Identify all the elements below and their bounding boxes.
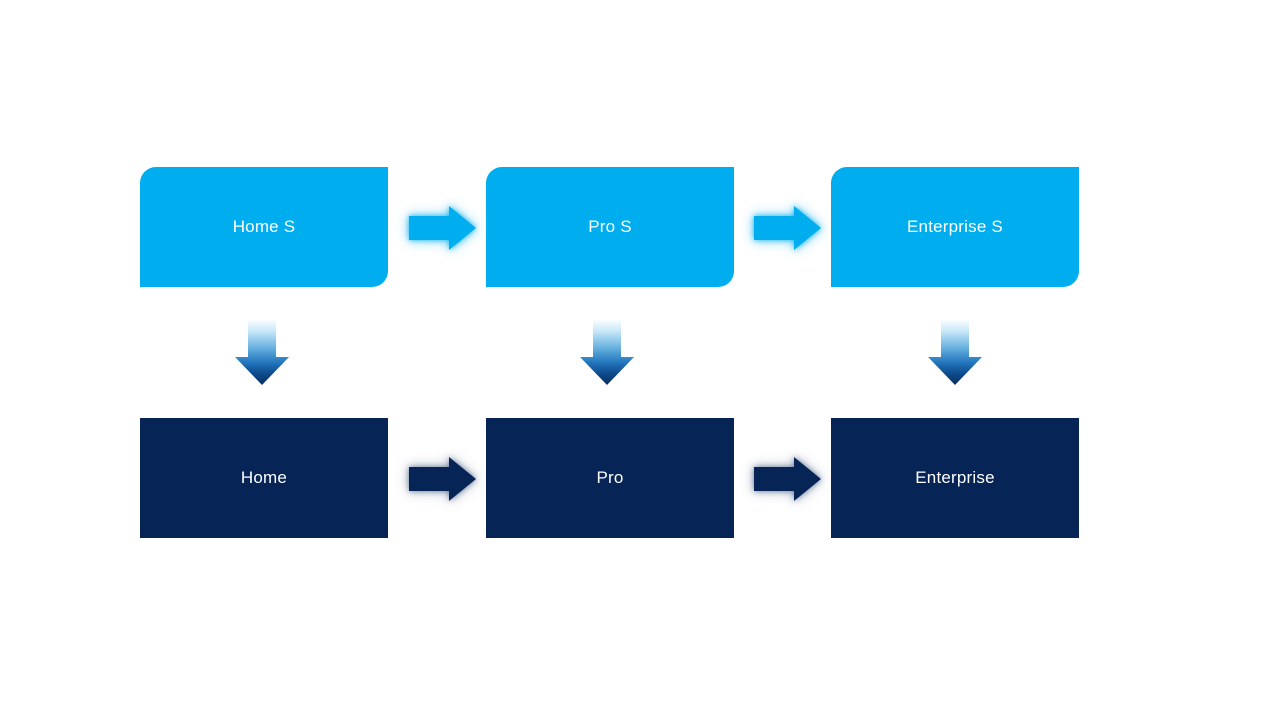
right-arrow-icon	[409, 457, 476, 501]
down-arrow-icon	[580, 319, 634, 385]
node-home-s: Home S	[140, 167, 388, 287]
node-pro: Pro	[486, 418, 734, 538]
node-enterprise-label: Enterprise	[915, 468, 995, 487]
node-home-label: Home	[240, 468, 288, 487]
right-arrow-icon	[754, 206, 821, 250]
node-pro-s: Pro S	[486, 167, 734, 287]
node-enterprise-s-label: Enterprise S	[907, 217, 1003, 236]
right-arrow-icon	[409, 206, 476, 250]
node-enterprise: Enterprise	[831, 418, 1079, 538]
down-arrow-icon	[928, 319, 982, 385]
down-arrow-icon	[235, 319, 289, 385]
node-enterprise-s: Enterprise S	[831, 167, 1079, 287]
node-home-s-label: Home S	[232, 217, 296, 236]
node-pro-label: Pro	[596, 468, 624, 487]
node-pro-s-label: Pro S	[588, 217, 632, 236]
node-home: Home	[140, 418, 388, 538]
right-arrow-icon	[754, 457, 821, 501]
